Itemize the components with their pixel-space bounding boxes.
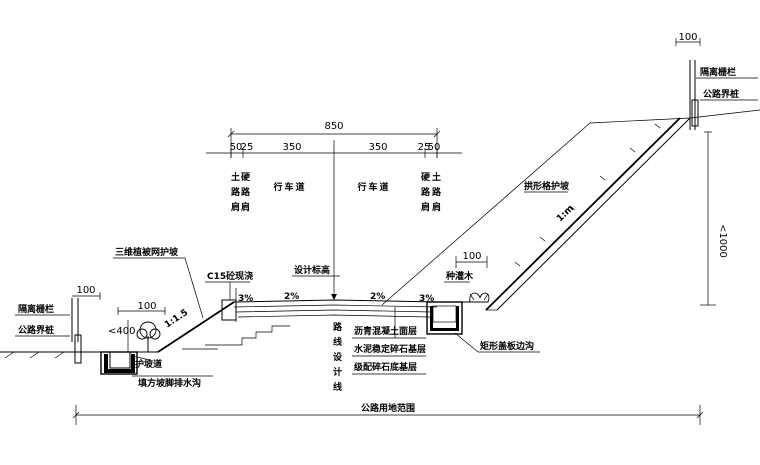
label-cement-base: 水泥稳定碎石基层 xyxy=(354,343,426,355)
tree-icon xyxy=(136,321,161,352)
zone-lane-left: 行车道 xyxy=(272,181,306,193)
dim-lane-left: 350 xyxy=(282,142,301,153)
slope-right-shoulder: 3% xyxy=(419,294,434,304)
label-stake-left: 公路界桩 xyxy=(18,324,54,336)
dim-left-height: <400 xyxy=(108,326,135,337)
dim-total-label: 850 xyxy=(324,121,343,132)
left-fence: 100 隔离栅栏 公路界桩 xyxy=(15,285,101,364)
dim-lane-right: 350 xyxy=(368,142,387,153)
label-skeleton: 拱形格护坡 xyxy=(524,180,570,192)
dim-shoulder-right-b: 50 xyxy=(428,142,441,153)
label-shrub: 种灌木 xyxy=(445,270,474,282)
label-land-range: 公路用地范围 xyxy=(361,402,415,414)
dim-shoulder-left-a: 50 xyxy=(230,142,243,153)
dim-lanes: 50 25 350 350 25 50 xyxy=(206,140,462,300)
label-asphalt: 沥青混凝土面层 xyxy=(354,325,417,337)
left-tree-dims: 100 <400 1:1.5 xyxy=(108,301,190,352)
zone-hard-shoulder-left: 硬路肩 xyxy=(239,172,251,217)
dim-top-right-100: 100 xyxy=(678,32,697,43)
label-geo-net: 三维植被网护坡 xyxy=(115,246,179,258)
label-rect-ditch: 矩形盖板边沟 xyxy=(479,340,534,352)
dim-shoulder-right-a: 25 xyxy=(418,142,431,153)
dim-shoulder-left-b: 25 xyxy=(241,142,254,153)
label-stake-right: 公路界桩 xyxy=(703,88,739,100)
right-ditch: 矩形盖板边沟 xyxy=(426,301,540,353)
label-fence-left: 隔离栅栏 xyxy=(18,303,54,315)
zone-soil-shoulder-right: 土路肩 xyxy=(430,171,442,217)
left-labels: 三维植被网护坡 C15砼现浇 护坡道 填方坡脚排水沟 3% 2% 2% 3% xyxy=(113,246,434,389)
slope-ratio-right: 1:m xyxy=(555,204,576,225)
shrub-icon: 种灌木 xyxy=(444,270,490,303)
right-fence: 100 隔离栅栏 公路界桩 xyxy=(675,32,758,130)
label-slope-berm: 护坡道 xyxy=(135,358,162,370)
land-range-dim: 公路用地范围 xyxy=(72,402,704,425)
slope-right-lane: 2% xyxy=(370,292,385,302)
pavement-labels: 沥青混凝土面层 水泥稳定碎石基层 级配碎石底基层 xyxy=(352,307,426,375)
label-centerline: 路线设计线 xyxy=(331,321,342,397)
zone-hard-shoulder-right: 硬路肩 xyxy=(419,172,431,217)
left-embankment xyxy=(0,288,438,375)
right-dim-100: 100 xyxy=(455,251,488,268)
label-c15: C15砼现浇 xyxy=(207,270,253,282)
slope-ratio-left: 1:1.5 xyxy=(163,308,190,331)
label-fence-right: 隔离栅栏 xyxy=(700,66,736,78)
dim-left-100-b: 100 xyxy=(137,301,156,312)
slope-left-shoulder: 3% xyxy=(238,294,253,304)
right-height-dim: <1000 xyxy=(700,131,728,306)
zone-soil-shoulder-left: 土路肩 xyxy=(229,171,241,217)
zone-labels: 土路肩 硬路肩 行车道 行车道 硬路肩 土路肩 xyxy=(229,171,442,217)
dim-right-height: <1000 xyxy=(717,224,728,258)
zone-lane-right: 行车道 xyxy=(356,181,390,193)
label-graded-subbase: 级配碎石底基层 xyxy=(353,361,417,373)
design-elevation-marker: 设计标高 xyxy=(292,264,340,300)
dim-left-100-a: 100 xyxy=(76,285,95,296)
dim-right-100: 100 xyxy=(462,251,481,262)
slope-left-lane: 2% xyxy=(284,292,299,302)
label-fill-ditch: 填方坡脚排水沟 xyxy=(138,377,201,389)
label-design-elevation: 设计标高 xyxy=(294,264,330,276)
